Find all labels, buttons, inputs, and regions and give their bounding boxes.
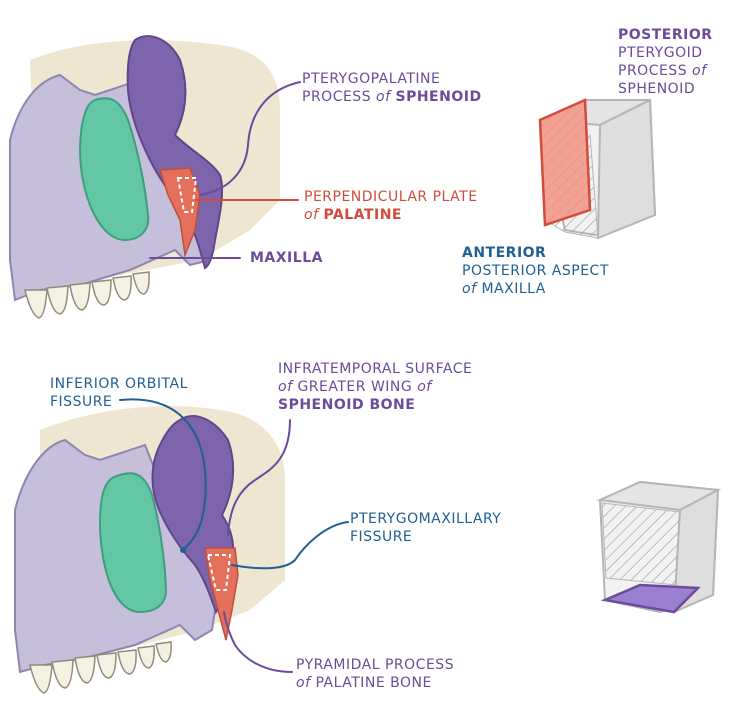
label-line: POSTERIOR: [618, 26, 713, 44]
label-maxilla: MAXILLA: [250, 249, 323, 267]
label-line: PYRAMIDAL PROCESS: [296, 657, 455, 673]
label-line: INFERIOR ORBITAL: [50, 376, 188, 392]
label-of: of: [304, 207, 324, 223]
pterygopalatine-pointer: [199, 81, 301, 196]
top-green-region: [79, 97, 150, 242]
label-line: FISSURE: [50, 394, 113, 410]
label-of: of: [376, 89, 396, 105]
label-text: MAXILLA: [481, 281, 546, 297]
top-palatine-shape: [158, 167, 201, 258]
top-cube: [538, 98, 657, 240]
label-text: GREATER WING: [297, 379, 418, 395]
label-cube-posterior: POSTERIOR PTERYGOID PROCESS of SPHENOID: [618, 26, 713, 98]
label-pterygopalatine-process: PTERYGOPALATINE PROCESS of SPHENOID: [302, 70, 482, 106]
label-line: SPHENOID: [618, 81, 696, 97]
bottom-cube-floor-face: [600, 583, 701, 614]
label-line: POSTERIOR ASPECT: [462, 263, 609, 279]
label-perpendicular-plate: PERPENDICULAR PLATE of PALATINE: [304, 188, 478, 224]
label-of: of: [296, 675, 316, 691]
label-inferior-orbital-fissure: INFERIOR ORBITAL FISSURE: [50, 375, 188, 411]
label-of: of: [417, 379, 432, 395]
label-line: of GREATER WING of: [278, 378, 472, 396]
label-bold: SPHENOID BONE: [278, 397, 416, 413]
label-pterygomaxillary-fissure: PTERYGOMAXILLARY FISSURE: [350, 510, 501, 546]
label-pyramidal-process: PYRAMIDAL PROCESS of PALATINE BONE: [296, 656, 454, 692]
label-bold: SPHENOID: [395, 89, 482, 105]
label-line: PERPENDICULAR PLATE: [304, 189, 478, 205]
pyramidal-pointer: [223, 611, 293, 673]
label-bold: MAXILLA: [250, 250, 323, 266]
label-line: PTERYGOPALATINE: [302, 71, 441, 87]
label-line: PROCESS of: [618, 62, 713, 80]
label-line: of MAXILLA: [462, 280, 609, 298]
inferior-orbital-pointer: [119, 398, 207, 549]
label-line: PTERYGOID: [618, 45, 703, 61]
bottom-pointer-lines: [119, 398, 349, 673]
label-line: of PALATINE BONE: [296, 674, 454, 692]
label-text: PROCESS: [618, 63, 693, 79]
label-of: of: [462, 281, 482, 297]
label-line: FISSURE: [350, 529, 413, 545]
label-text: PALATINE BONE: [315, 675, 432, 691]
bottom-palatine-shape: [204, 547, 239, 641]
top-teeth: [24, 271, 150, 319]
label-bold: PALATINE: [323, 207, 402, 223]
bottom-green-region: [99, 472, 168, 614]
label-cube-anterior: ANTERIOR POSTERIOR ASPECT of MAXILLA: [462, 244, 609, 298]
label-line: PROCESS of SPHENOID: [302, 88, 482, 106]
label-line: INFRATEMPORAL SURFACE: [278, 361, 473, 377]
label-infratemporal-surface: INFRATEMPORAL SURFACE of GREATER WING of…: [278, 360, 472, 414]
label-bold: POSTERIOR: [618, 27, 713, 43]
top-skull: [9, 35, 280, 319]
infratemporal-pointer: [227, 419, 291, 536]
top-pointer-lines: [149, 81, 301, 259]
label-text: PROCESS: [302, 89, 377, 105]
bottom-skull: [14, 406, 285, 694]
pterygomaxillary-pointer: [231, 521, 349, 570]
label-of: of: [278, 379, 298, 395]
label-bold: ANTERIOR: [462, 245, 547, 261]
label-line: of PALATINE: [304, 206, 478, 224]
bottom-teeth: [29, 641, 172, 694]
label-line: ANTERIOR: [462, 244, 609, 262]
bottom-fissure-outline: [206, 554, 232, 591]
bottom-cube: [596, 480, 722, 614]
top-foramen-outline: [176, 177, 198, 213]
label-line: SPHENOID BONE: [278, 396, 472, 414]
label-of: of: [692, 63, 707, 79]
label-line: PTERYGOMAXILLARY: [350, 511, 502, 527]
